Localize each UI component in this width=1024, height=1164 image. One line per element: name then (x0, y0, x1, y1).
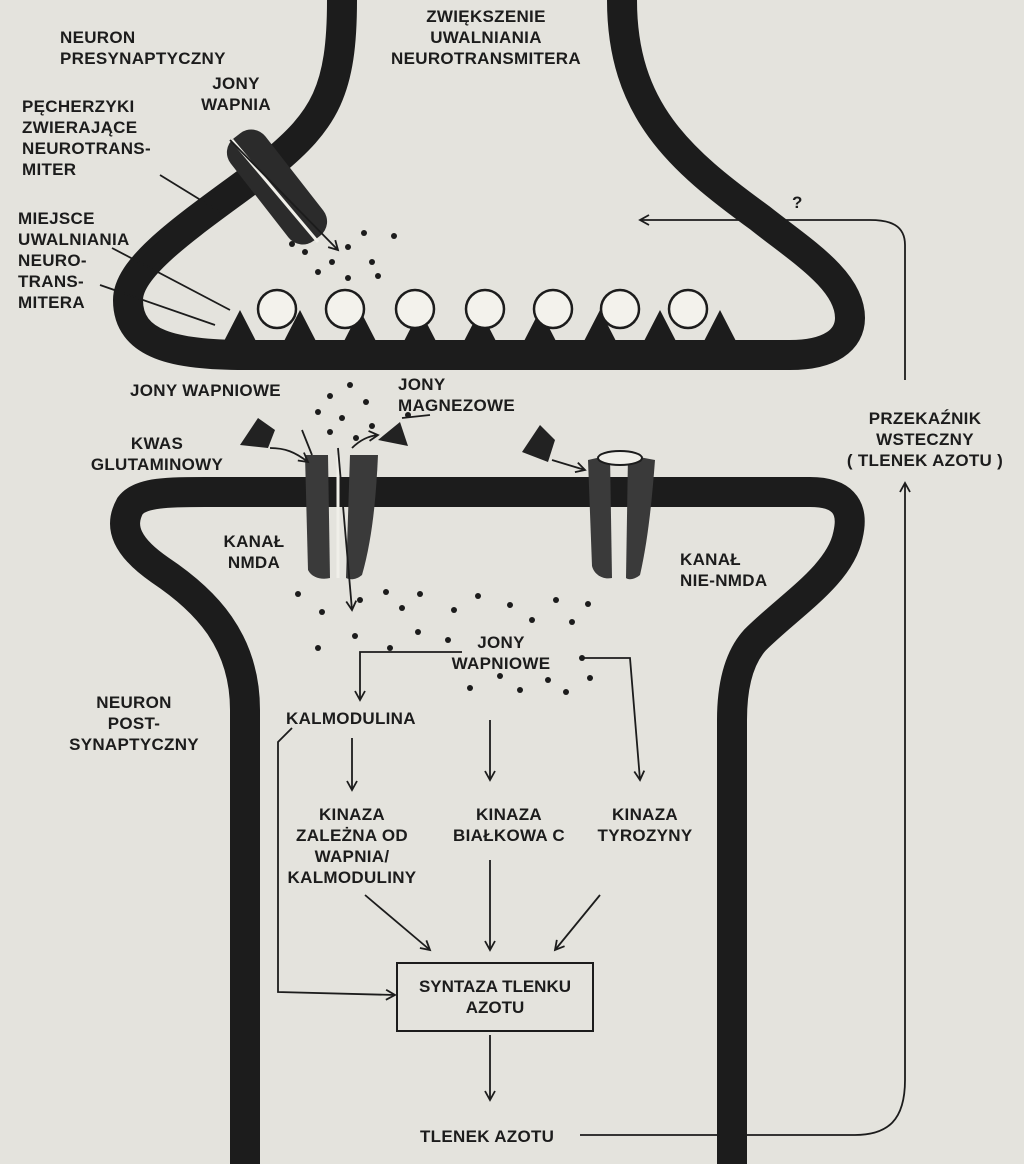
nitric-oxide-label: TLENEK AZOTU (420, 1127, 555, 1146)
retrograde-messenger-label: PRZEKAŹNIK WSTECZNY ( TLENEK AZOTU ) (846, 409, 1004, 470)
postsynaptic-membrane (110, 477, 865, 1164)
magnesium-ions-label: JONY MAGNEZOWE (398, 375, 515, 415)
tyrosine-kinase-label: KINAZA TYROZYNY (597, 805, 693, 845)
question-mark-label: ? (792, 193, 803, 212)
increase-release-label: ZWIĘKSZENIE UWALNIANIA NEUROTRANSMITERA (391, 7, 581, 68)
glutamic-acid-label: KWAS GLUTAMINOWY (90, 434, 224, 474)
calcium-ions-bottom-label: JONY WAPNIOWE (451, 633, 551, 673)
cam-kinase-label: KINAZA ZALEŻNA OD WAPNIA/ KALMODULINY (287, 805, 417, 887)
presynaptic-neuron-label: NEURON PRESYNAPTYCZNY (60, 28, 226, 68)
ion-dots (289, 230, 593, 695)
arrows (229, 139, 911, 1136)
vesicles (256, 288, 709, 330)
postsynaptic-neuron-label: NEURON POST- SYNAPTYCZNY (69, 693, 199, 754)
release-site-label: MIEJSCE UWALNIANIA NEURO- TRANS- MITERA (18, 209, 130, 312)
calmodulin-label: KALMODULINA (286, 709, 416, 728)
nitric-oxide-synthase-box: SYNTAZA TLENKU AZOTU (396, 962, 594, 1032)
vesicles-label: PĘCHERZYKI ZWIERAJĄCE NEUROTRANS- MITER (22, 97, 151, 179)
nmda-channel (305, 455, 378, 580)
nmda-channel-label: KANAŁ NMDA (223, 532, 285, 572)
non-nmda-channel (588, 450, 655, 580)
leader-lines (99, 174, 431, 456)
calcium-ions-mid-label: JONY WAPNIOWE (130, 381, 281, 400)
protein-kinase-c-label: KINAZA BIAŁKOWA C (453, 805, 565, 845)
glutamate-molecules (240, 418, 555, 462)
non-nmda-channel-label: KANAŁ NIE-NMDA (680, 550, 768, 590)
calcium-ions-top-label: JONY WAPNIA (201, 74, 271, 114)
